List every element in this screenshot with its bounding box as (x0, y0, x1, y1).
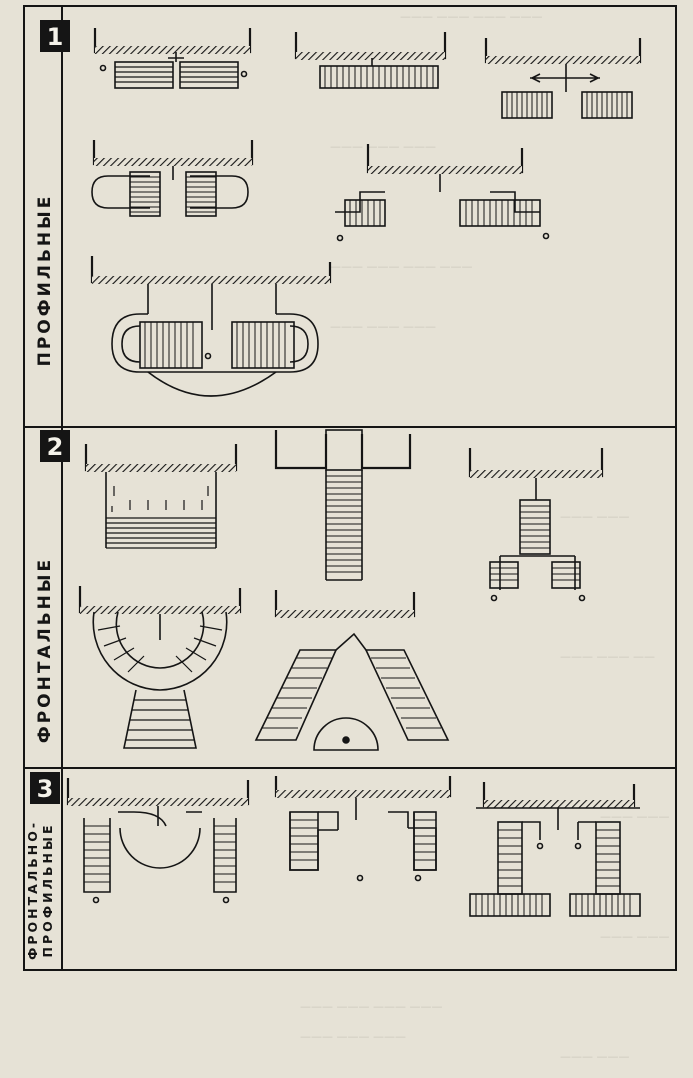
svg-text:——— ———: ——— ——— (560, 510, 630, 523)
profile-stair-5 (335, 144, 550, 242)
diagram-frame (23, 5, 677, 971)
frontal-stair-3 (468, 448, 604, 602)
profile-stair-1 (93, 28, 252, 89)
svg-text:——— ———: ——— ——— (560, 1050, 630, 1063)
svg-text:——— ———: ——— ——— (600, 930, 670, 943)
profile-stair-2 (294, 32, 447, 89)
section-1-badge: 1 (40, 20, 70, 52)
profile-stair-3 (484, 38, 642, 119)
svg-text:——— ——— ——— ———: ——— ——— ——— ——— (330, 260, 473, 273)
profile-stair-4 (91, 140, 254, 217)
svg-text:3: 3 (37, 775, 54, 803)
svg-text:——— ——— ———: ——— ——— ——— (300, 1030, 406, 1043)
frontal-profile-stair-2 (274, 776, 452, 882)
frontal-profile-stair-3 (469, 782, 641, 917)
svg-text:——— ——— ———: ——— ——— ——— (330, 140, 436, 153)
section-2-label: ФРОНТАЛЬНЫЕ (35, 557, 55, 743)
section-3-badge: 3 (30, 772, 60, 804)
frontal-stair-2 (274, 429, 412, 581)
svg-text:——— ——— ——— ———: ——— ——— ——— ——— (400, 10, 543, 23)
frontal-stair-5 (254, 590, 450, 751)
section-1-label: ПРОФИЛЬНЫЕ (35, 194, 55, 367)
svg-text:——— ———: ——— ——— (600, 810, 670, 823)
section-2-badge: 2 (40, 430, 70, 462)
svg-text:1: 1 (47, 23, 64, 51)
frontal-stair-1 (84, 444, 238, 549)
section-3-label-line2: ПРОФИЛЬНЫЕ (40, 823, 55, 958)
section-3-label-line1: ФРОНТАЛЬНО- (25, 820, 40, 960)
svg-text:——— ——— ———: ——— ——— ——— (330, 320, 436, 333)
svg-text:——— ——— ——: ——— ——— —— (560, 650, 655, 663)
profile-stair-6 (90, 256, 332, 397)
frontal-profile-stair-1 (66, 778, 250, 904)
svg-text:2: 2 (47, 433, 64, 461)
frontal-stair-4 (78, 586, 242, 749)
svg-text:——— ——— ——— ———: ——— ——— ——— ——— (300, 1000, 443, 1013)
